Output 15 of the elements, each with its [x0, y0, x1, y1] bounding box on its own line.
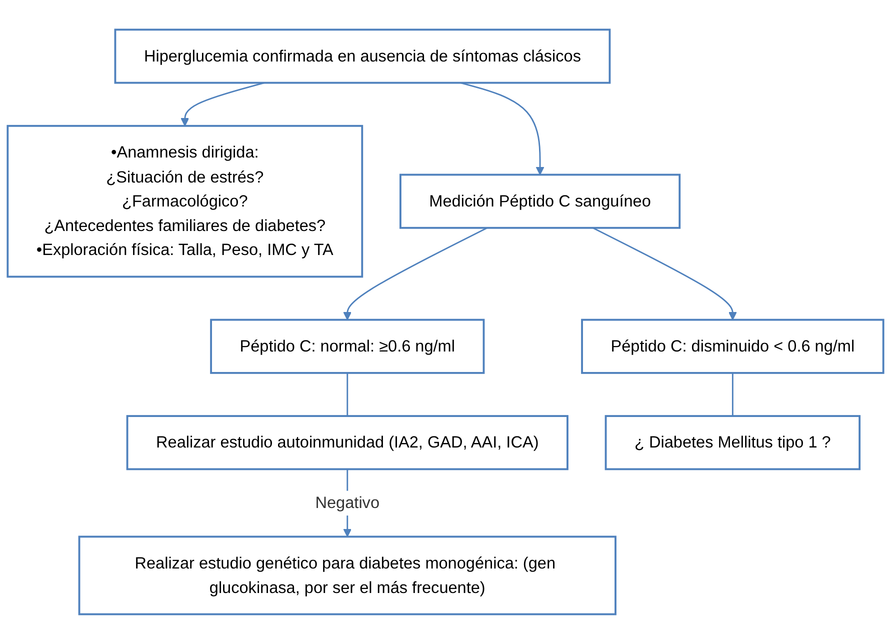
node-box: Péptido C: disminuido < 0.6 ng/ml — [581, 318, 884, 374]
node-box: Medición Péptido C sanguíneo — [399, 174, 681, 229]
node-box: Péptido C: normal: ≥0.6 ng/ml — [210, 318, 485, 374]
arrow — [460, 82, 544, 176]
edge-label: Negativo — [315, 494, 380, 512]
node-box: Hiperglucemia confirmada en ausencia de síntomas clásicos — [114, 28, 611, 84]
connector — [346, 373, 348, 416]
arrow — [343, 227, 488, 320]
node-box: Realizar estudio autoinmunidad (IA2, GAD, AAI, ICA) — [126, 415, 568, 470]
connector — [732, 373, 734, 416]
arrow — [592, 227, 737, 320]
node-box: Realizar estudio genético para diabetes monogénica: (gen glucokinasa, por ser el más frecuente) — [78, 536, 616, 616]
node-box: •Anamnesis dirigida: ¿Situación de estrés? ¿Farmacológico? ¿Antecedentes familiares de diabetes? •Exploración física: Talla, Peso, IMC y TA — [6, 124, 364, 278]
arrow — [180, 82, 265, 126]
node-box: ¿ Diabetes Mellitus tipo 1 ? — [604, 415, 861, 470]
